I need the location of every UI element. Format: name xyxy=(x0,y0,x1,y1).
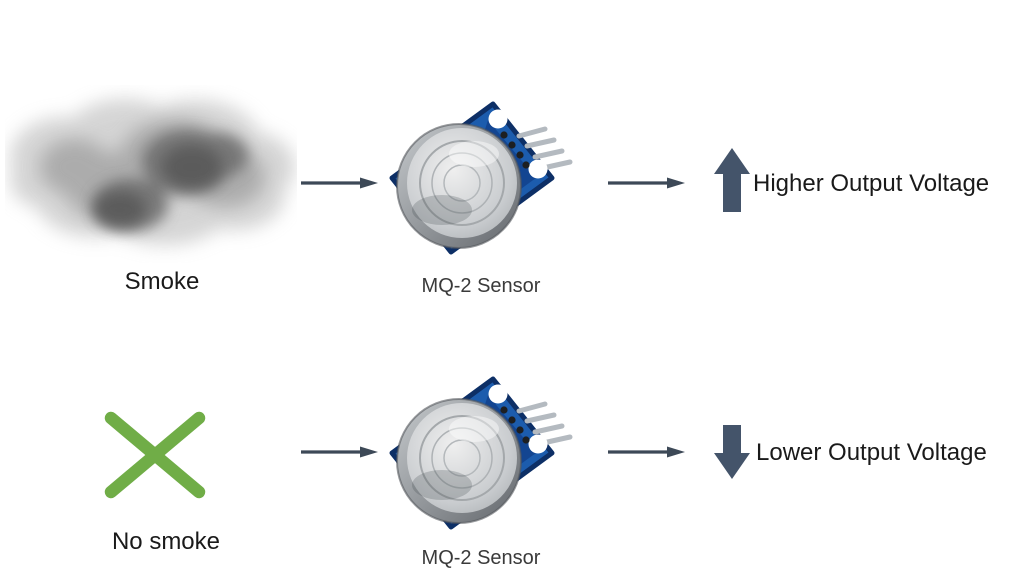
right-arrow-icon xyxy=(606,444,687,460)
mq2-sensor-module-image xyxy=(378,94,588,284)
sensor-caption: MQ-2 Sensor xyxy=(421,275,541,297)
right-arrow-icon xyxy=(299,175,380,191)
lower-output-voltage-label: Lower Output Voltage xyxy=(756,439,987,466)
down-block-arrow-icon xyxy=(714,425,750,479)
sensor-caption: MQ-2 Sensor xyxy=(421,547,541,569)
smoke-label: Smoke xyxy=(124,268,200,295)
no-smoke-label: No smoke xyxy=(111,528,221,555)
smoke-cloud-icon xyxy=(10,99,295,245)
higher-output-voltage-label: Higher Output Voltage xyxy=(753,170,990,197)
right-arrow-icon xyxy=(299,444,380,460)
mq2-sensor-module-image xyxy=(378,369,588,559)
green-cross-icon xyxy=(104,411,206,499)
up-block-arrow-icon xyxy=(714,148,750,212)
right-arrow-icon xyxy=(606,175,687,191)
